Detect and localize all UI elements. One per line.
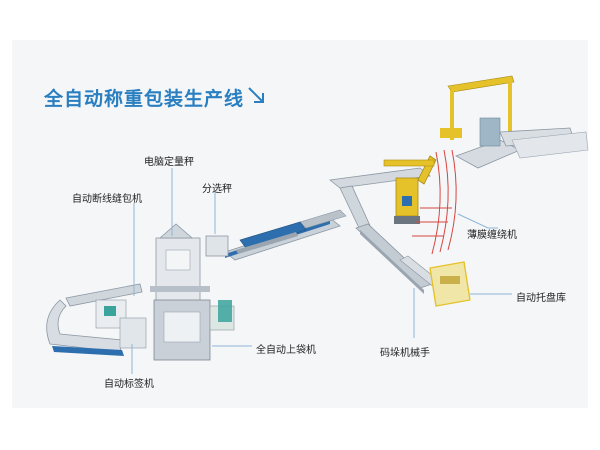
arrow-down-right-icon	[248, 87, 264, 103]
leader-film-wrapper	[457, 213, 498, 229]
label-pallet-magazine: 自动托盘库	[516, 293, 566, 304]
palletizing-robot	[383, 155, 437, 224]
label-sewing-machine: 自动断线缝包机	[72, 194, 142, 205]
label-labeling-machine: 自动标签机	[104, 379, 154, 390]
label-sorting-scale: 分选秤	[202, 184, 232, 195]
pallet-magazine	[429, 261, 471, 307]
label-computer-scale: 电脑定量秤	[144, 157, 194, 168]
label-film-wrapper: 薄膜缠绕机	[467, 230, 517, 241]
label-palletizing-robot: 码垛机械手	[380, 348, 430, 359]
safety-fence	[412, 149, 457, 255]
bag-placer-machine	[153, 299, 235, 361]
film-wrapper	[440, 75, 589, 169]
label-bag-placer: 全自动上袋机	[256, 345, 316, 356]
diagram-title: 全自动称重包装生产线	[44, 88, 245, 110]
curved-roller-conveyor	[46, 283, 147, 356]
sorting-scale	[205, 221, 307, 257]
